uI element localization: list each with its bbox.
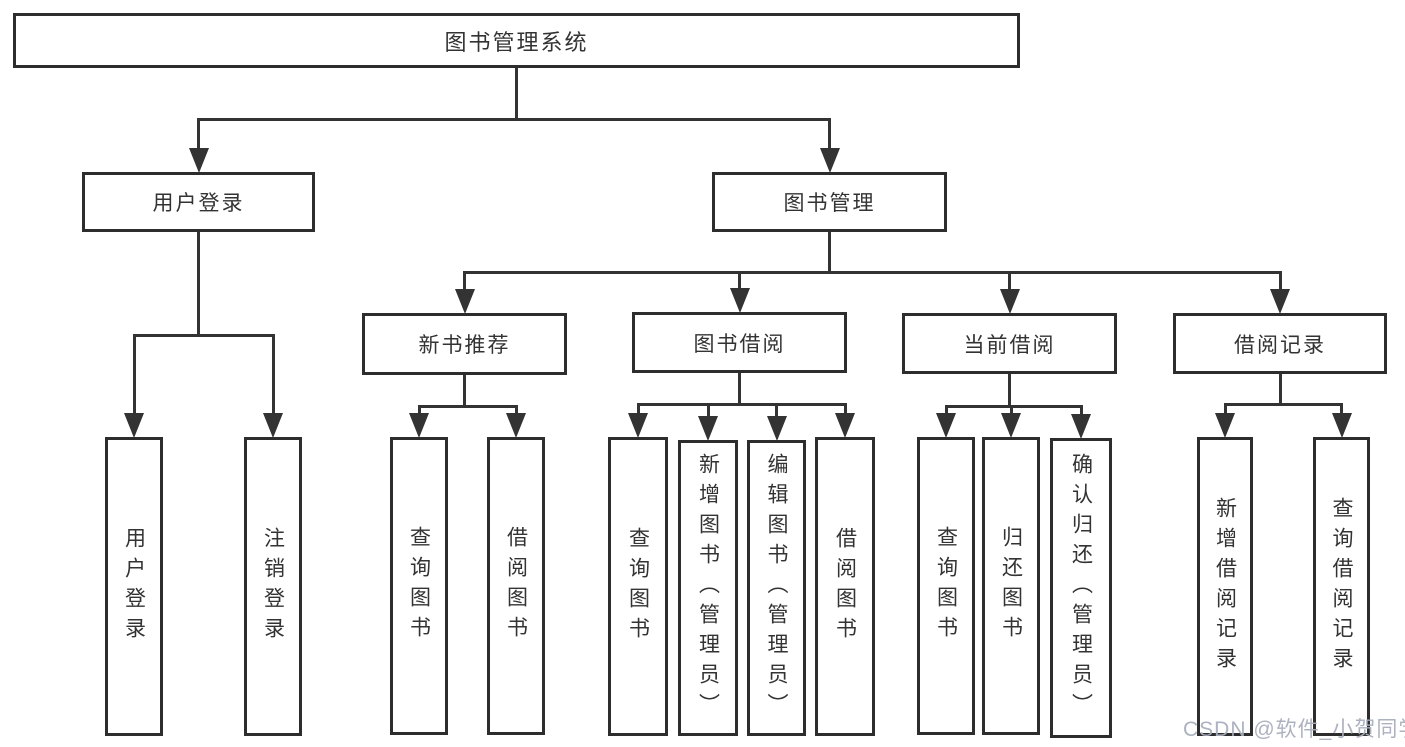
node-label-leaf-logout: 注销登录 [261,526,285,647]
arrowhead-icon-book-mgmt [819,148,840,173]
node-leaf-br-query: 查询借阅记录 [1313,437,1370,736]
edge-drop-borrow-records [1278,272,1282,293]
edge-drop-leaf-nbr-query [417,406,421,417]
edge-drop-leaf-cb-confirm [1079,406,1083,418]
edge-stem-current-borrow [1008,374,1011,406]
node-leaf-cb-query: 查询图书 [917,437,975,735]
edge-drop-leaf-bb-edit [775,404,778,420]
node-label-leaf-br-query: 查询借阅记录 [1330,496,1353,677]
edge-drop-leaf-user-login [132,335,136,417]
arrowhead-icon-leaf-bb-add [698,416,718,441]
node-label-leaf-bb-borrow: 借阅图书 [833,526,857,647]
arrowhead-icon-leaf-nbr-borrow [506,413,526,438]
node-label-leaf-bb-query: 查询图书 [626,526,650,647]
csdn-watermark: CSDN @软件_小贺同学 [1183,718,1405,741]
node-label-leaf-cb-confirm: 确认归还（管理员） [1069,453,1093,723]
edge-branch-user-login [132,333,275,337]
node-book-borrow: 图书借阅 [632,312,847,373]
node-leaf-user-login: 用户登录 [105,437,163,736]
arrowhead-icon-borrow-records [1270,289,1290,314]
edge-stem-book-borrow [738,373,741,404]
edge-drop-book-mgmt [828,119,831,152]
node-leaf-cb-return: 归还图书 [982,437,1040,735]
node-label-leaf-bb-edit: 编辑图书（管理员） [765,453,788,723]
arrowhead-icon-new-book-rec [454,289,475,314]
arrowhead-icon-leaf-logout [263,413,283,438]
node-borrow-records: 借阅记录 [1173,313,1387,374]
edge-drop-leaf-bb-borrow [843,404,847,417]
edge-drop-leaf-cb-return [1009,406,1013,417]
edge-drop-leaf-cb-query [944,406,948,417]
edge-drop-new-book-rec [463,272,466,293]
arrowhead-icon-book-borrow [729,288,750,313]
node-label-leaf-nbr-query: 查询图书 [407,526,431,646]
node-leaf-nbr-borrow: 借阅图书 [487,437,545,735]
node-new-book-rec: 新书推荐 [362,313,567,375]
node-book-mgmt: 图书管理 [712,172,947,232]
node-label-leaf-nbr-borrow: 借阅图书 [504,526,528,646]
node-label-leaf-cb-query: 查询图书 [934,526,958,646]
node-label-leaf-bb-add: 新增图书（管理员） [696,453,720,723]
edge-branch-current-borrow [944,404,1083,408]
edge-drop-book-borrow [738,272,741,292]
edge-stem-user-login [197,232,200,335]
edge-stem-root [515,68,518,119]
node-leaf-br-add: 新增借阅记录 [1197,437,1253,736]
arrowhead-icon-leaf-bb-edit [766,416,787,441]
node-leaf-cb-confirm: 确认归还（管理员） [1050,438,1112,738]
node-label-borrow-records: 借阅记录 [1234,333,1326,357]
arrowhead-icon-leaf-cb-return [1001,413,1021,438]
node-label-user-login: 用户登录 [152,192,245,215]
node-label-leaf-user-login: 用户登录 [122,526,146,647]
edge-drop-leaf-logout [271,335,275,417]
node-label-new-book-rec: 新书推荐 [418,334,511,357]
node-leaf-bb-borrow: 借阅图书 [815,437,875,736]
edge-branch-book-borrow [636,402,847,406]
node-label-book-mgmt: 图书管理 [783,192,876,215]
arrowhead-icon-leaf-user-login [124,413,144,438]
edge-drop-current-borrow [1008,272,1011,293]
edge-drop-user-login [197,119,200,152]
edge-stem-borrow-records [1278,374,1282,404]
edge-branch-root [197,117,831,121]
node-leaf-logout: 注销登录 [244,437,302,736]
node-leaf-nbr-query: 查询图书 [390,437,448,735]
arrowhead-icon-leaf-nbr-query [409,413,429,438]
node-leaf-bb-edit: 编辑图书（管理员） [747,440,806,736]
arrowhead-icon-leaf-bb-borrow [835,413,855,438]
arrowhead-icon-leaf-cb-confirm [1071,414,1091,439]
edge-branch-new-book-rec [417,404,518,408]
edge-stem-book-mgmt [828,232,831,272]
arrowhead-icon-leaf-cb-query [936,413,956,438]
node-leaf-bb-add: 新增图书（管理员） [678,440,738,736]
node-current-borrow: 当前借阅 [902,313,1117,374]
node-user-login: 用户登录 [82,172,315,232]
node-label-current-borrow: 当前借阅 [963,333,1056,357]
arrowhead-icon-user-login [188,148,209,173]
edge-drop-leaf-bb-query [636,404,640,417]
edge-branch-borrow-records [1223,402,1343,406]
node-leaf-bb-query: 查询图书 [608,437,668,736]
edge-drop-leaf-bb-add [706,404,710,420]
arrowhead-icon-leaf-br-add [1215,413,1235,438]
node-label-leaf-br-add: 新增借阅记录 [1213,496,1237,677]
node-label-root: 图书管理系统 [444,29,589,55]
edge-branch-book-mgmt [463,270,1282,274]
node-root: 图书管理系统 [13,13,1020,68]
edge-stem-new-book-rec [463,375,466,406]
node-label-book-borrow: 图书借阅 [693,332,786,356]
arrowhead-icon-current-borrow [999,289,1020,314]
arrowhead-icon-leaf-br-query [1331,413,1352,438]
edge-drop-leaf-br-add [1223,404,1227,417]
edge-drop-leaf-nbr-borrow [514,406,518,417]
node-label-leaf-cb-return: 归还图书 [999,526,1023,646]
edge-drop-leaf-br-query [1340,404,1343,417]
arrowhead-icon-leaf-bb-query [628,413,648,438]
